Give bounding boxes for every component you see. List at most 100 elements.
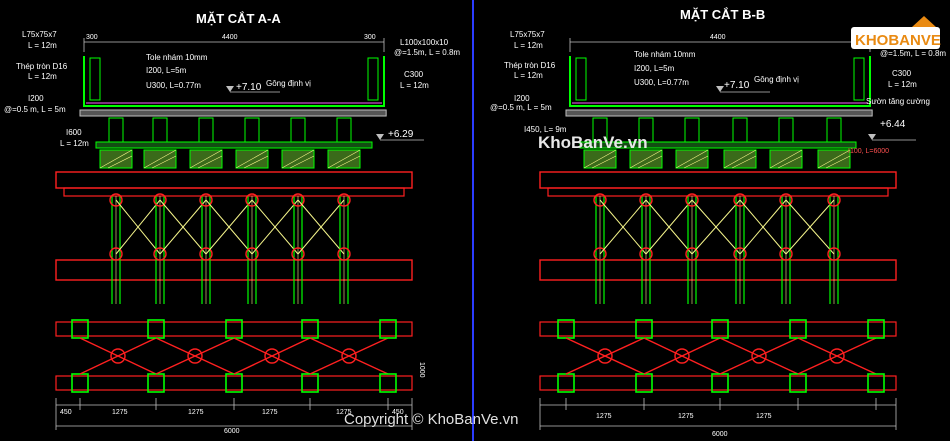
plan-box-top-0 <box>557 319 575 339</box>
label-i200-a: I200, L=5m <box>146 66 187 75</box>
label-round-bar-length: L = 12m <box>28 72 57 81</box>
diagonal-brace <box>159 199 207 255</box>
joint-low-1 <box>639 247 653 261</box>
deck-outline <box>569 56 871 107</box>
diagonal-brace <box>645 199 693 255</box>
total-dim: 6000 <box>224 428 240 435</box>
elevation-marker-top <box>226 86 234 92</box>
plan-box-top-4 <box>379 319 397 339</box>
section-b-b-structure <box>539 38 916 430</box>
hanger-3 <box>244 117 260 143</box>
right-label-stiffener: Sườn tăng cường <box>866 97 930 106</box>
plan-joint-1 <box>674 348 690 364</box>
joint-low-2 <box>199 247 213 261</box>
transverse-beam <box>79 109 387 117</box>
hatch-line <box>281 149 315 169</box>
joint-low-5 <box>827 247 841 261</box>
left-guard-post <box>89 57 101 101</box>
elevation-marker-cap <box>376 134 384 140</box>
elevation-marker-cap <box>868 134 876 140</box>
bottom-dim-4: 1275 <box>262 409 278 416</box>
elevation-top: +7.10 <box>236 82 262 93</box>
plan-box-bottom-2 <box>225 373 243 393</box>
bottom-dim-5: 1275 <box>336 409 352 416</box>
right-bottom-dim-3: 1275 <box>756 413 772 420</box>
transverse-beam <box>565 109 873 117</box>
right-guard-post <box>853 57 865 101</box>
joint-1 <box>153 193 167 207</box>
joint-3 <box>733 193 747 207</box>
right-label-tole: Tole nhám 10mm <box>634 50 696 59</box>
plan-box-top-3 <box>301 319 319 339</box>
joint-2 <box>199 193 213 207</box>
plan-joint-2 <box>264 348 280 364</box>
joint-4 <box>779 193 793 207</box>
right-label-gong: Gông định vị <box>754 75 799 84</box>
hanger-5 <box>336 117 352 143</box>
right-label-i200-b-spacing: @=0.5 m, L = 5m <box>490 103 552 112</box>
top-dim-center: 4400 <box>222 34 238 41</box>
right-label-l75: L75x75x7 <box>510 30 545 39</box>
plan-box-bottom-2 <box>711 373 729 393</box>
plan-brace <box>565 337 645 375</box>
label-i600-length: L = 12m <box>60 139 89 148</box>
hanger-5 <box>826 117 842 143</box>
hatch-line <box>629 149 663 169</box>
plan-beam-top <box>539 321 897 337</box>
plan-box-bottom-3 <box>789 373 807 393</box>
plan-box-top-0 <box>71 319 89 339</box>
hatch-line <box>825 155 851 169</box>
hatch-line <box>583 149 617 169</box>
label-gong: Gông định vị <box>266 79 311 88</box>
label-round-bar: Thép tròn D16 <box>16 62 68 71</box>
joint-0 <box>109 193 123 207</box>
joint-3 <box>245 193 259 207</box>
diagonal-brace <box>251 199 299 255</box>
top-dim-left: 300 <box>86 34 98 41</box>
right-label-u300: U300, L=0.77m <box>634 78 689 87</box>
plan-joint-3 <box>341 348 357 364</box>
hatch-line <box>151 155 177 169</box>
plan-beam-top <box>55 321 413 337</box>
diagonal-brace <box>599 199 647 255</box>
hatch-line <box>769 149 803 169</box>
joint-5 <box>827 193 841 207</box>
diagonal-brace <box>691 199 741 255</box>
hatch-line <box>99 149 133 169</box>
plan-box-top-4 <box>867 319 885 339</box>
upper-red-beam-a <box>539 171 897 189</box>
diagonal-brace <box>115 199 161 255</box>
hatch-line <box>817 149 851 169</box>
cap-beam <box>579 141 857 149</box>
plan-box-bottom-0 <box>557 373 575 393</box>
right-bottom-dim-1: 1275 <box>596 413 612 420</box>
plan-box-bottom-4 <box>867 373 885 393</box>
left-guard-post <box>575 57 587 101</box>
hatch-line <box>723 149 757 169</box>
joint-0 <box>593 193 607 207</box>
hatch-line <box>327 149 361 169</box>
plan-box-top-2 <box>711 319 729 339</box>
plan-box-top-3 <box>789 319 807 339</box>
plan-box-top-2 <box>225 319 243 339</box>
joint-low-3 <box>733 247 747 261</box>
joint-2 <box>685 193 699 207</box>
section-a-a-title: MẶT CẮT A-A <box>196 11 281 26</box>
joint-5 <box>337 193 351 207</box>
plan-box-bottom-1 <box>635 373 653 393</box>
plan-beam-bottom <box>55 375 413 391</box>
hatch-line <box>143 149 177 169</box>
hanger-2 <box>198 117 214 143</box>
hanger-3 <box>732 117 748 143</box>
label-u300: U300, L=0.77m <box>146 81 201 90</box>
elevation-cap: +6.29 <box>388 129 414 140</box>
plan-brace <box>643 337 721 375</box>
plan-joint-0 <box>597 348 613 364</box>
label-tole: Tole nhám 10mm <box>146 53 208 62</box>
hatch-line <box>197 155 223 169</box>
plan-box-bottom-3 <box>301 373 319 393</box>
plan-box-bottom-1 <box>147 373 165 393</box>
hatch-line <box>189 149 223 169</box>
joint-low-3 <box>245 247 259 261</box>
deck-outline <box>83 56 385 107</box>
